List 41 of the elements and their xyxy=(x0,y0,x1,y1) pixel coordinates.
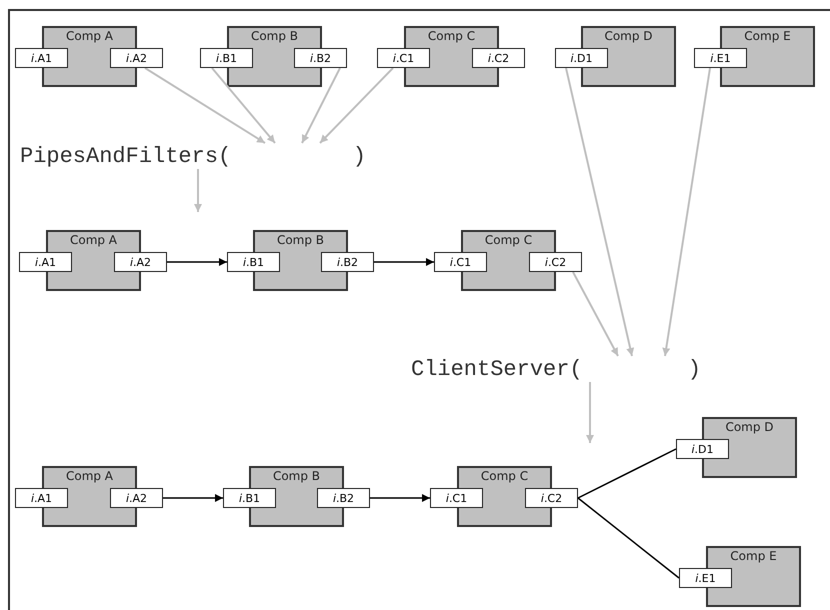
port-box: i.A1 xyxy=(19,252,72,272)
port-box: i.A2 xyxy=(110,48,163,68)
port-box: i.B2 xyxy=(321,252,374,272)
port-box: i.E1 xyxy=(679,568,732,588)
arrow xyxy=(662,68,711,356)
function-call-text: ClientServer( xyxy=(411,356,583,382)
arrow xyxy=(565,68,634,356)
port-box: i.E1 xyxy=(694,48,747,68)
arrow xyxy=(144,67,266,144)
arrow xyxy=(194,169,202,212)
port-box: i.A1 xyxy=(15,488,68,508)
port-box: i.C2 xyxy=(525,488,578,508)
arrow xyxy=(370,494,430,502)
port-box: i.C2 xyxy=(529,252,582,272)
port-box: i.A1 xyxy=(15,48,68,68)
function-call-text: PipesAndFilters( xyxy=(20,144,232,168)
arrow xyxy=(301,68,341,144)
connector-line xyxy=(578,497,680,579)
port-box: i.A2 xyxy=(114,252,167,272)
port-box: i.C1 xyxy=(430,488,483,508)
closing-parenthesis: ) xyxy=(688,356,701,382)
connector-line xyxy=(578,448,676,499)
arrow xyxy=(319,67,394,144)
port-box: i.D1 xyxy=(555,48,608,68)
arrow xyxy=(374,258,434,266)
closing-parenthesis: ) xyxy=(352,144,366,168)
port-box: i.B1 xyxy=(223,488,276,508)
arrow xyxy=(211,67,276,144)
port-box: i.C1 xyxy=(377,48,430,68)
port-box: i.C2 xyxy=(472,48,525,68)
port-box: i.B2 xyxy=(294,48,347,68)
port-box: i.D1 xyxy=(676,439,729,459)
port-box: i.C1 xyxy=(434,252,487,272)
arrow xyxy=(163,494,223,502)
port-box: i.A2 xyxy=(110,488,163,508)
arrow xyxy=(572,272,619,356)
arrow xyxy=(167,258,227,266)
port-box: i.B1 xyxy=(227,252,280,272)
port-box: i.B1 xyxy=(200,48,253,68)
port-box: i.B2 xyxy=(317,488,370,508)
arrow xyxy=(586,382,594,443)
